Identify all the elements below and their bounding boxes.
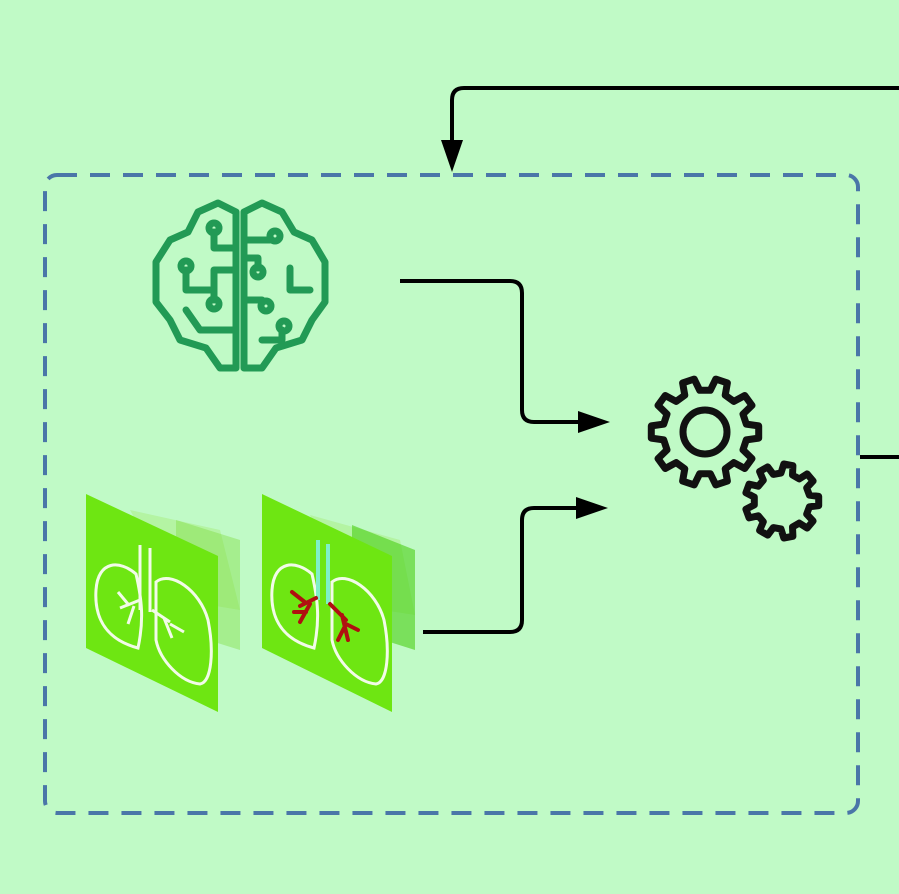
- large-gear: [647, 375, 763, 489]
- images-arrowhead: [576, 497, 608, 519]
- brain-arrowhead: [578, 411, 610, 433]
- feedback-arrow: [450, 86, 899, 150]
- gears-icon: [647, 375, 823, 542]
- lung-scan-icon: [86, 494, 240, 712]
- brain-circuit-icon: [152, 199, 329, 372]
- feedback-arrowhead: [441, 140, 463, 172]
- dashed-container: [43, 173, 860, 815]
- lung-scan-annotated-icon: [262, 494, 415, 712]
- images-to-gears-arrow: [423, 506, 582, 634]
- brain-to-gears-arrow: [400, 279, 585, 424]
- small-gear: [742, 460, 823, 542]
